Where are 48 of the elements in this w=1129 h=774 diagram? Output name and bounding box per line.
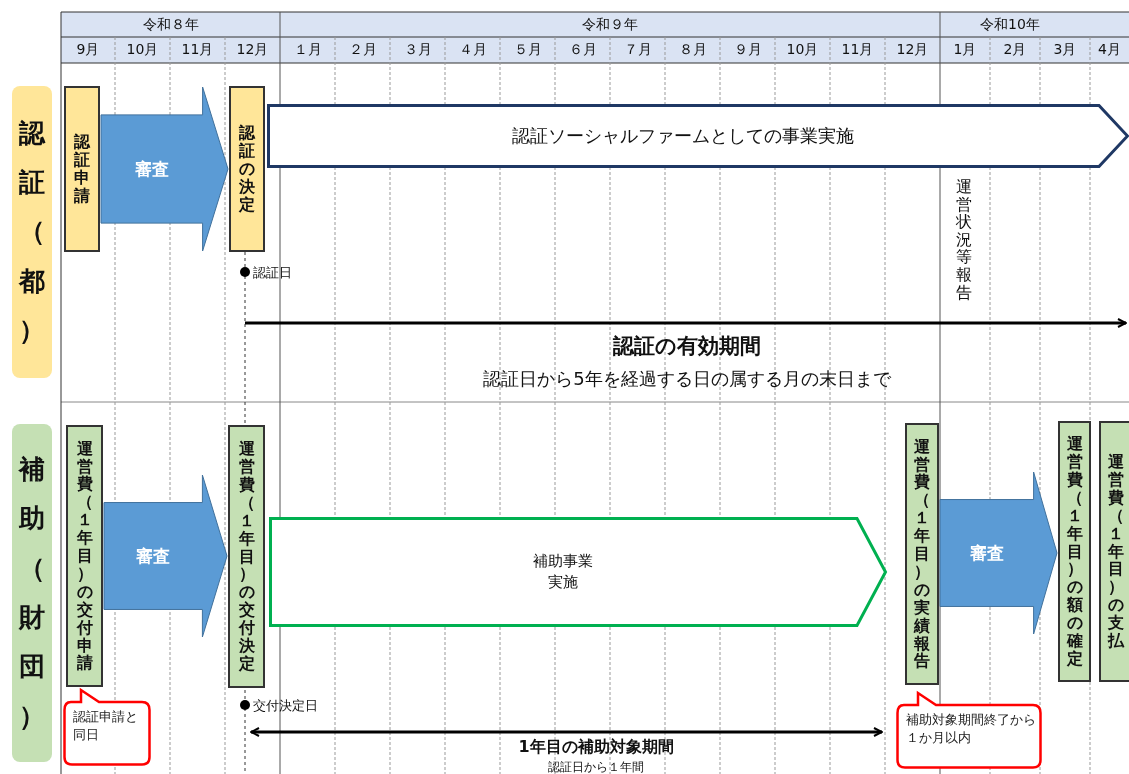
year-header: 令和10年 [979, 14, 1041, 34]
period-label: 認証の有効期間 [612, 333, 762, 360]
month-header: 4月 [1097, 40, 1122, 59]
year-header: 令和９年 [581, 14, 639, 34]
block-arrow [100, 86, 229, 252]
edge-label: 審査 [135, 545, 172, 569]
date-label: 交付決定日 [253, 697, 318, 715]
step-box: 運営費（１年目）の支払 [1099, 421, 1129, 682]
lane-label: 補助（財団） [12, 424, 52, 762]
period-label: 1年目の補助対象期間 [517, 737, 675, 758]
edge-label: 審査 [133, 158, 170, 181]
block-arrow [103, 474, 228, 638]
month-header: ５月 [512, 40, 543, 59]
period-note: 認証日から１年間 [547, 759, 645, 774]
month-header: ６月 [567, 40, 598, 59]
month-header: ４月 [457, 40, 488, 59]
month-header: 10月 [125, 40, 160, 59]
step-box: 運営費（１年目）の実績報告 [905, 423, 939, 685]
date-label: 認証日 [253, 264, 292, 282]
month-header: 9月 [75, 40, 101, 59]
step-box: 認証の決定 [229, 86, 265, 252]
month-header: 12月 [235, 40, 270, 59]
edge-label: 審査 [968, 541, 1005, 565]
callout-bubble: 補助対象期間終了から１か月以内 [896, 693, 1042, 769]
step-box: 運営費（１年目）の交付決定 [228, 425, 265, 688]
step-box: 運営費（１年目）の額の確定 [1058, 421, 1091, 682]
block-arrow [939, 471, 1058, 635]
month-header: 2月 [1002, 40, 1028, 59]
month-header: 10月 [785, 40, 820, 59]
month-header: 3月 [1052, 40, 1078, 59]
year-header: 令和８年 [141, 14, 200, 34]
callout-bubble: 認証申請と同日 [63, 690, 151, 766]
month-header: ７月 [622, 40, 653, 59]
month-header: ９月 [732, 40, 763, 59]
step-box: 認証申請 [64, 86, 100, 252]
lane-label: 認証（都） [12, 86, 52, 378]
month-header: ２月 [347, 40, 378, 59]
month-header: 12月 [895, 40, 930, 59]
month-header: ３月 [402, 40, 433, 59]
month-header: １月 [292, 40, 323, 59]
month-header: 11月 [840, 40, 875, 59]
step-box: 運営費（１年目）の交付申請 [66, 425, 103, 687]
month-header: 1月 [952, 40, 978, 59]
period-note: 認証日から5年を経過する日の属する月の末日まで [482, 367, 892, 391]
month-header: ８月 [677, 40, 708, 59]
month-header: 11月 [180, 40, 215, 59]
chevron-bar: 認証ソーシャルファームとしての事業実施 [267, 104, 1129, 168]
chevron-bar: 補助事業実施 [269, 517, 887, 627]
